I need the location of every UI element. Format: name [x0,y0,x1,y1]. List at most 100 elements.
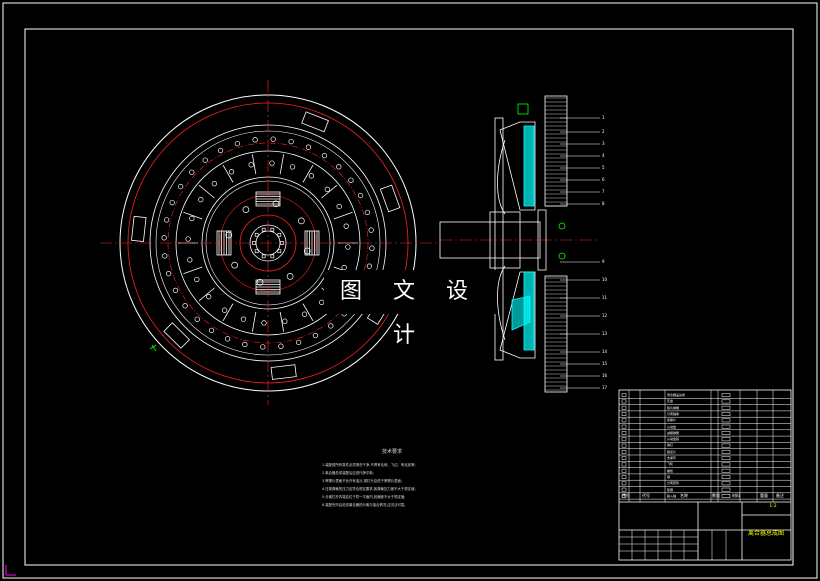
spline-tooth [270,254,275,259]
rivet-hole [324,186,330,192]
rivet-hole [194,276,200,283]
leader-number: 8 [602,201,605,206]
qty-cell-box [721,431,731,435]
header-weight: 重量 [760,493,768,498]
parts-row-name: 膜片弹簧 [667,405,680,410]
parts-row-name: 销 [667,474,671,479]
rivet-hole [301,311,308,317]
qty-cell-box [721,468,731,473]
slot-line [333,211,353,220]
rivet-hole [217,147,224,154]
leader-number: 2 [602,129,605,134]
leader-number: 1 [602,115,605,120]
parts-row-name: 垫圈 [667,487,674,492]
cover-tab [270,364,297,380]
spline-tooth [254,249,259,254]
note-line: 4.压紧弹簧的压力应符合规定要求,各弹簧压力差不大于规定值; [322,487,416,491]
rivet-hole [172,287,179,294]
rivet-hole [357,192,364,199]
cover-tab [301,111,329,133]
parts-row-name: 螺栓 [667,468,674,473]
spline-tooth [277,249,282,254]
seq-cell-box [621,481,627,486]
parts-row-name: 铆钉 [667,443,674,448]
drawing-scale: 1:2 [769,504,777,509]
slot-line [302,164,314,183]
rivet-hole [343,223,349,229]
note-line: 2.离合器总成装配后应进行静平衡; [322,471,374,475]
rivet-hole [308,173,315,179]
drawing-title: 离合器总成图 [747,530,784,537]
note-line: 3.摩擦片表面不允许有油污,铆钉头应低于摩擦片表面; [322,479,403,483]
leader-number: 11 [602,295,608,300]
header-seq: 序号 [622,493,630,498]
parts-row-name: 摩擦片 [667,418,677,423]
rivet-hole [289,164,296,170]
rivet-hole [270,136,276,142]
rivet-hole [228,169,235,175]
rivet-hole [336,203,342,210]
header-code: 代号 [642,493,650,498]
slot-line [251,154,257,175]
slot-line [183,266,203,275]
seq-cell-box [621,475,627,479]
flywheel-ring-top [544,95,568,207]
seq-cell-box [621,405,627,410]
parts-row-name: 从动盘毂 [667,437,680,442]
rivet-hole [321,152,328,159]
rivet-hole [182,303,188,309]
rivet-hole [187,257,193,263]
title-block [618,389,792,561]
cover-tab [379,184,401,213]
parts-row-name: 压盘 [667,399,674,404]
leader-number: 13 [602,331,608,336]
rivet-hole [312,332,319,339]
parts-row-name: 输入轴 [667,493,677,498]
note-line: 5.分离杠杆内端应位于同一平面内,其偏差不大于规定值; [322,495,406,499]
leader-number: 16 [602,373,608,378]
rivet-hole [234,140,241,147]
qty-cell-box [721,418,731,423]
qty-cell-box [721,494,731,498]
hub-hole [242,206,250,214]
inner-border [24,28,794,566]
slot-line [183,211,203,220]
qty-cell-box [721,399,731,404]
parts-row-name: 阻尼片 [667,449,677,454]
rivet-hole [288,138,294,145]
seq-cell-box [621,468,627,473]
rivet-hole [162,253,168,259]
leader-number: 4 [602,153,605,158]
spline-tooth [277,232,282,237]
seq-cell-box [621,399,627,404]
header-remark: 备注 [776,493,784,498]
rivet-hole [364,209,371,216]
header-qty: 数量 [712,493,720,498]
seq-cell-box [621,456,627,461]
rivet-hole [177,183,184,190]
rivet-hole [194,316,200,322]
rivet-hole [261,320,267,326]
spline-tooth [254,232,259,237]
spline-tooth [270,227,275,232]
header-material: 材料 [732,493,740,498]
seq-cell-box [621,393,627,398]
leader-number: 15 [602,361,608,366]
leader-number: 14 [602,349,608,354]
slot-line [279,311,285,332]
rivet-hole [248,162,254,168]
front-view [100,80,440,405]
leader-number: 9 [602,259,605,264]
rivet-hole [345,244,351,250]
rivet-hole [189,169,195,175]
qty-cell-box [721,393,731,398]
qty-cell-box [721,475,731,479]
qty-cell-box [721,443,731,448]
slot-line [222,164,234,183]
rivet-hole [369,245,375,251]
notes-title: 技术要求 [381,449,402,455]
parts-row-name: 飞轮 [667,462,674,467]
technical-notes: 技术要求 1.装配前所有零件必须清洗干净,不得有毛刺、飞边、氧化皮等; 2.离合… [322,448,462,509]
seq-cell-box [621,431,627,435]
